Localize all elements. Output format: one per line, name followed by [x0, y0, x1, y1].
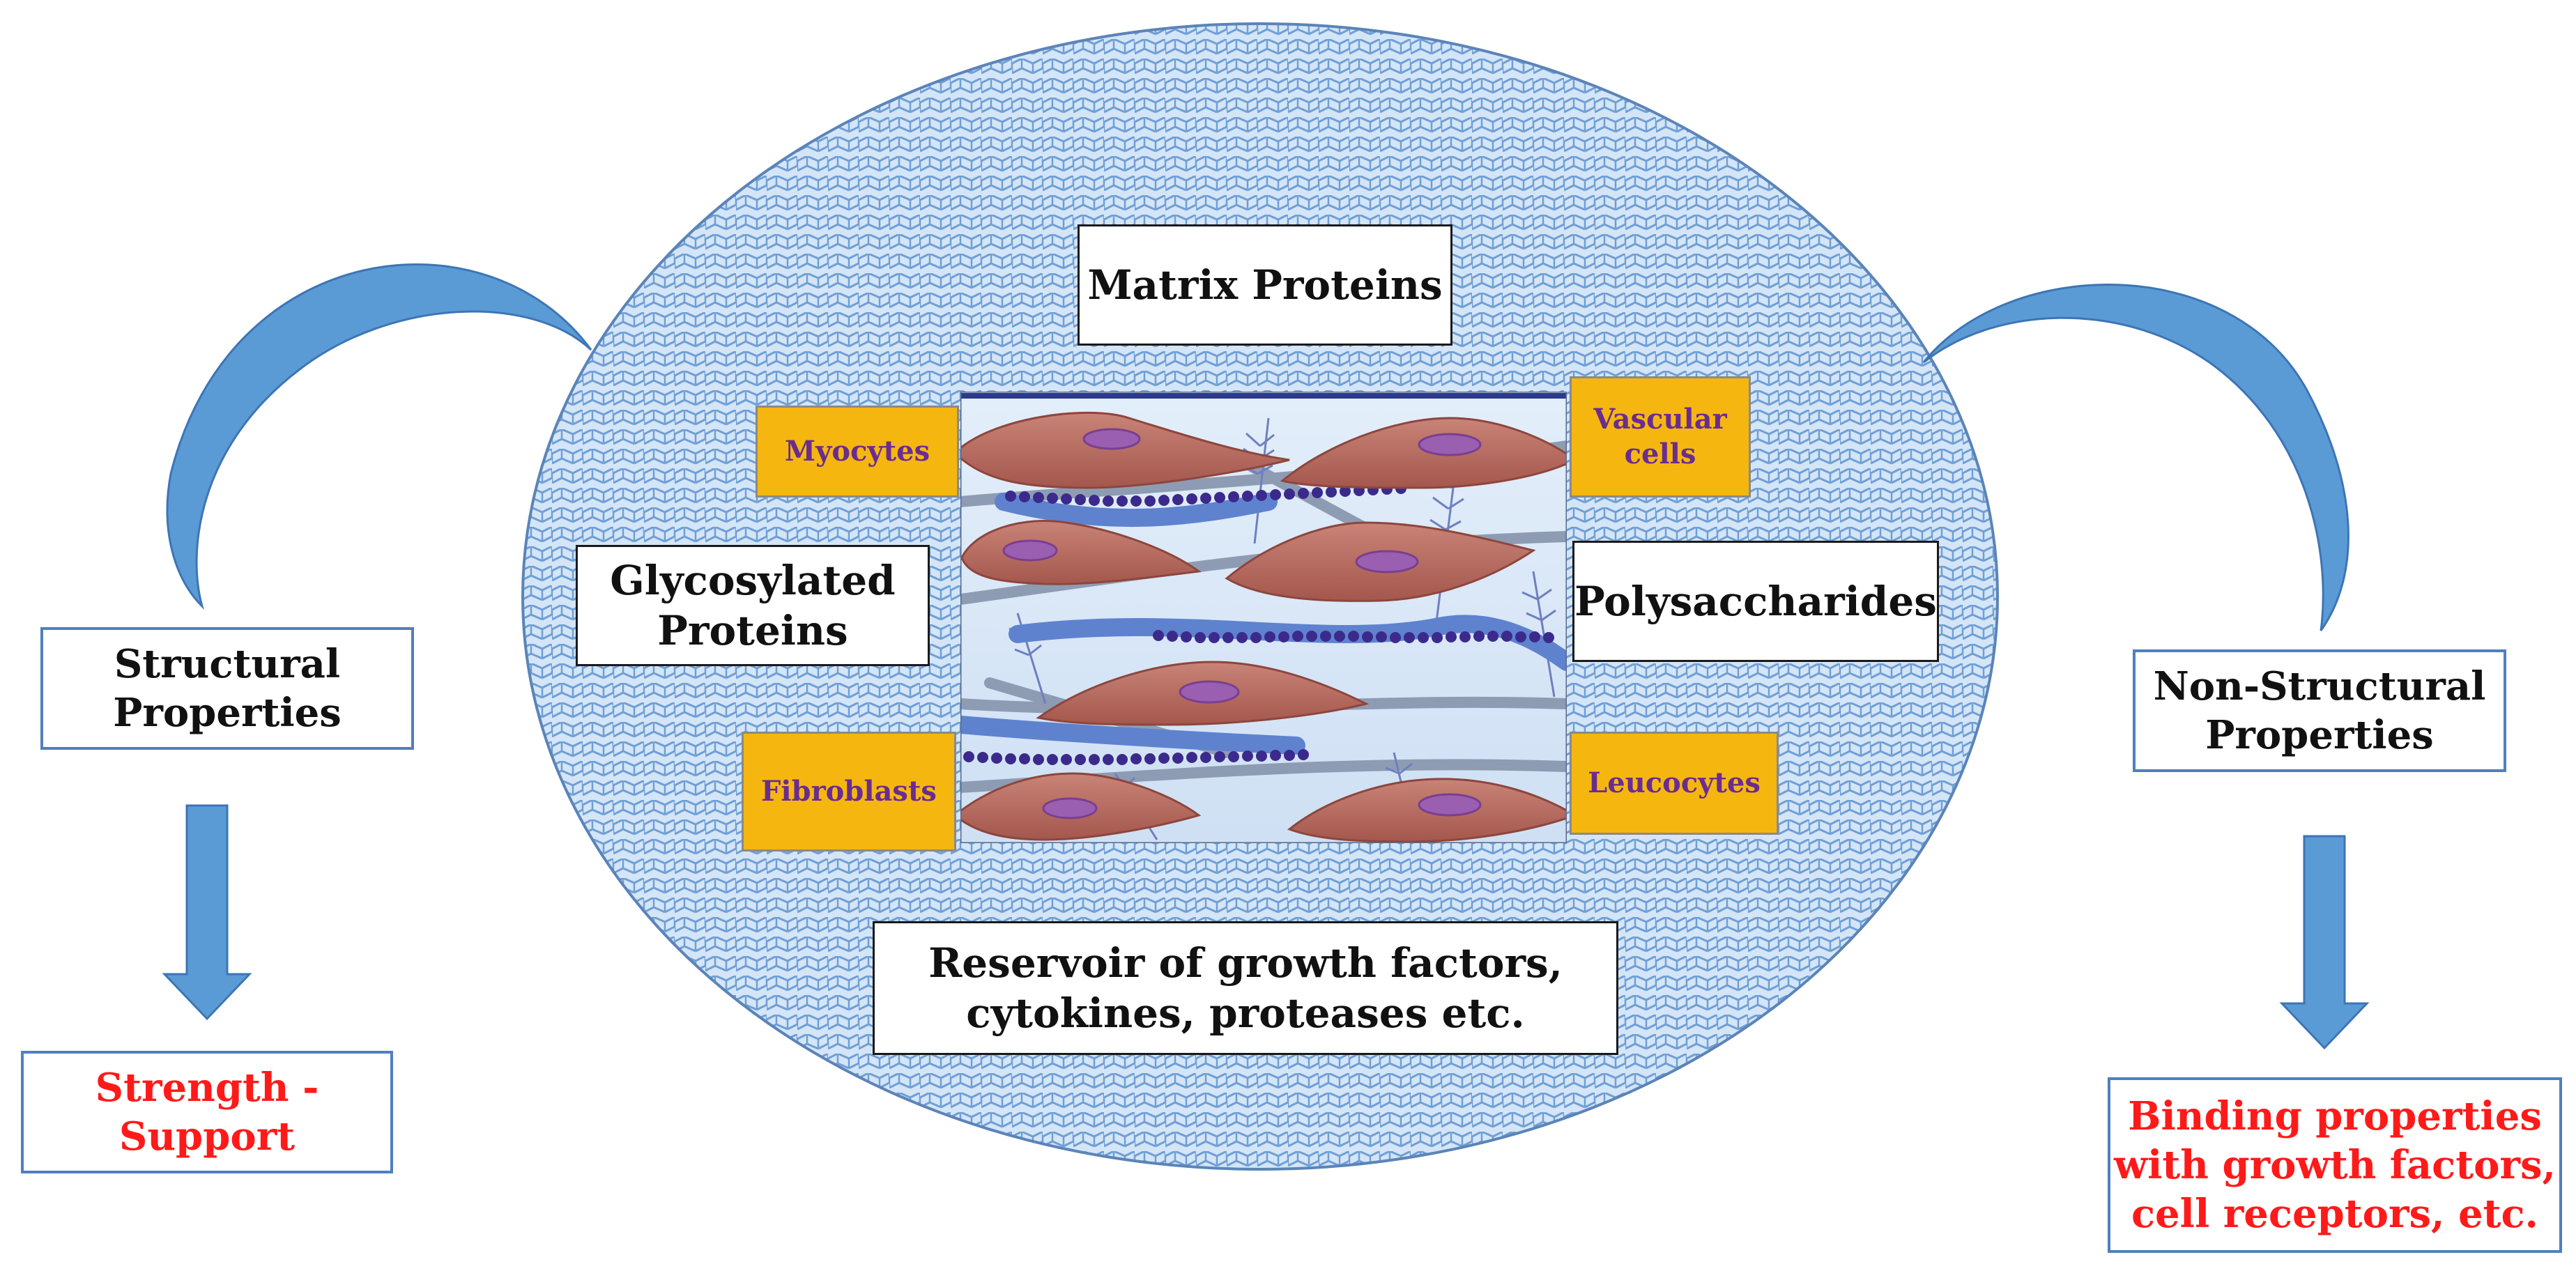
vascular-cells-line-2: cells [1624, 438, 1696, 470]
left-down-arrow-icon [162, 804, 252, 1021]
polysaccharide-chain [963, 483, 1554, 765]
binding-properties-box: Binding properties with growth factors, … [2108, 1077, 2562, 1253]
binding-properties-line-3: cell receptors, etc. [2131, 1191, 2539, 1237]
polysaccharides-box: Polysaccharides [1572, 541, 1939, 662]
strength-support-line-2: Support [118, 1114, 296, 1160]
matrix-proteins-box: Matrix Proteins [1078, 224, 1452, 346]
glycosylated-proteins-box: Glycosylated Proteins [576, 545, 930, 666]
vascular-cells-box: Vascular cells [1570, 376, 1751, 498]
leucocytes-box: Leucocytes [1570, 732, 1779, 835]
vascular-cells-line-1: Vascular [1593, 403, 1727, 436]
binding-properties-line-1: Binding properties [2128, 1093, 2542, 1139]
matrix-proteins-label: Matrix Proteins [1087, 261, 1443, 309]
strength-support-line-1: Strength - [95, 1065, 319, 1111]
myocytes-label: Myocytes [784, 435, 930, 468]
myocytes-box: Myocytes [756, 406, 959, 498]
structural-properties-line-1: Structural [114, 641, 341, 687]
cells [960, 411, 1567, 843]
reservoir-box: Reservoir of growth factors, cytokines, … [873, 921, 1618, 1055]
strength-support-box: Strength - Support [21, 1051, 393, 1173]
right-curved-arrow-icon [1922, 284, 2349, 631]
left-curved-arrow-icon [166, 263, 592, 610]
binding-properties-line-2: with growth factors, [2113, 1142, 2556, 1188]
fibroblasts-label: Fibroblasts [761, 775, 937, 808]
right-down-arrow-icon [2279, 835, 2370, 1050]
glycosylated-proteins-line-1: Glycosylated [610, 556, 896, 604]
fibroblasts-box: Fibroblasts [742, 732, 956, 852]
non-structural-properties-line-2: Properties [2205, 712, 2434, 758]
structural-properties-box: Structural Properties [40, 627, 414, 750]
non-structural-properties-box: Non-Structural Properties [2133, 649, 2506, 772]
structural-properties-line-2: Properties [113, 690, 342, 736]
glycosylated-proteins-line-2: Proteins [657, 607, 848, 654]
reservoir-line-1: Reservoir of growth factors, [928, 939, 1563, 987]
leucocytes-label: Leucocytes [1588, 767, 1761, 799]
non-structural-properties-line-1: Non-Structural [2153, 663, 2486, 709]
polysaccharides-label: Polysaccharides [1574, 577, 1937, 625]
reservoir-line-2: cytokines, proteases etc. [966, 989, 1525, 1037]
tissue-illustration [960, 392, 1567, 843]
